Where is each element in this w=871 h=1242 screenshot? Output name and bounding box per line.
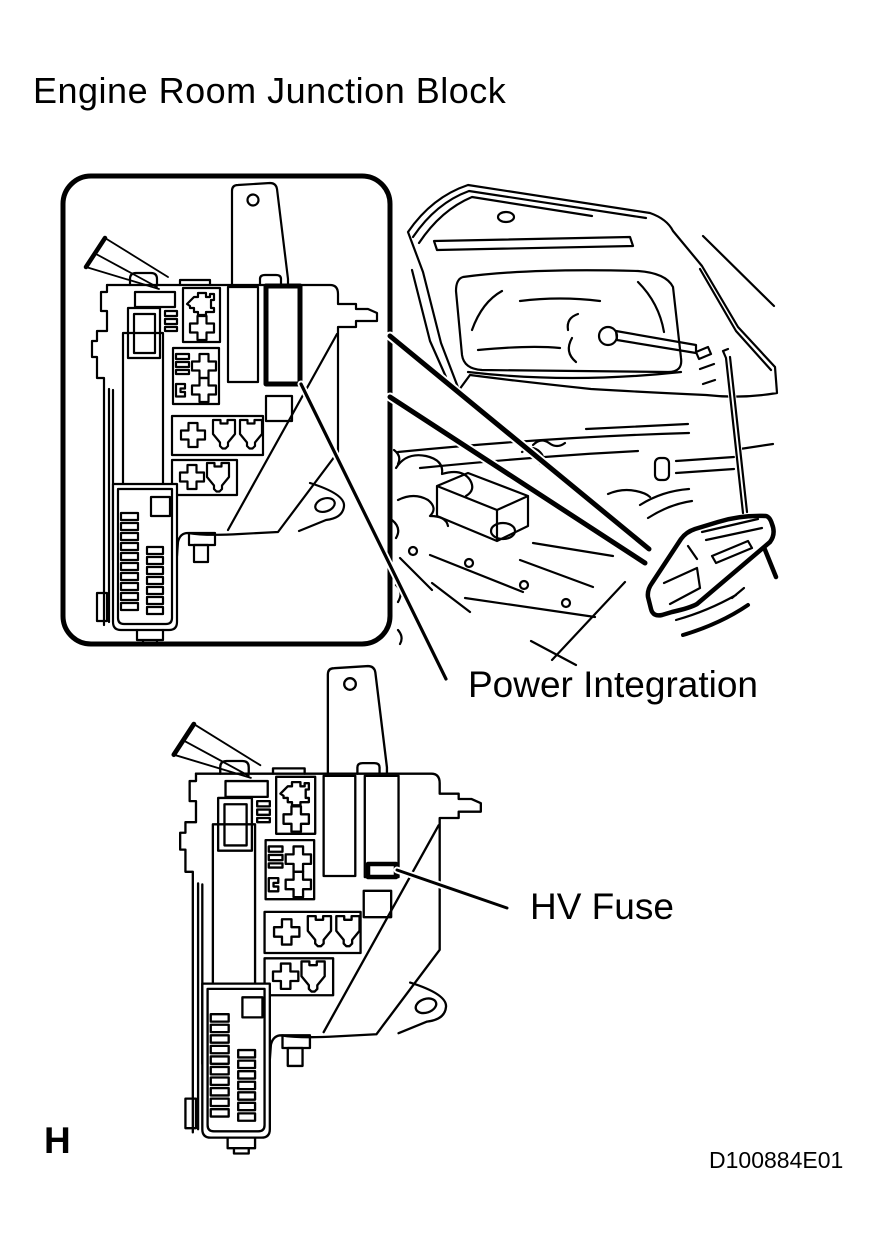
hv-fuse-label: HV Fuse: [530, 886, 674, 927]
hv-fuse-leader-line: [393, 866, 511, 912]
upper-junction-block: [86, 183, 450, 683]
power-integration-highlight: [263, 283, 303, 387]
bay-junction-block: [645, 513, 776, 618]
figure-code: D100884E01: [709, 1147, 844, 1173]
lower-junction-block: [174, 666, 511, 1153]
power-integration-leader-line: [297, 380, 450, 683]
car-engine-bay-drawing: [390, 183, 779, 667]
hv-fuse-highlight: [365, 861, 399, 880]
power-integration-label: Power Integration: [468, 664, 759, 705]
page-title: Engine Room Junction Block: [33, 70, 507, 111]
callout-box: [60, 173, 393, 647]
page-letter: H: [44, 1120, 71, 1161]
zoom-wedge-lines: [385, 331, 654, 568]
